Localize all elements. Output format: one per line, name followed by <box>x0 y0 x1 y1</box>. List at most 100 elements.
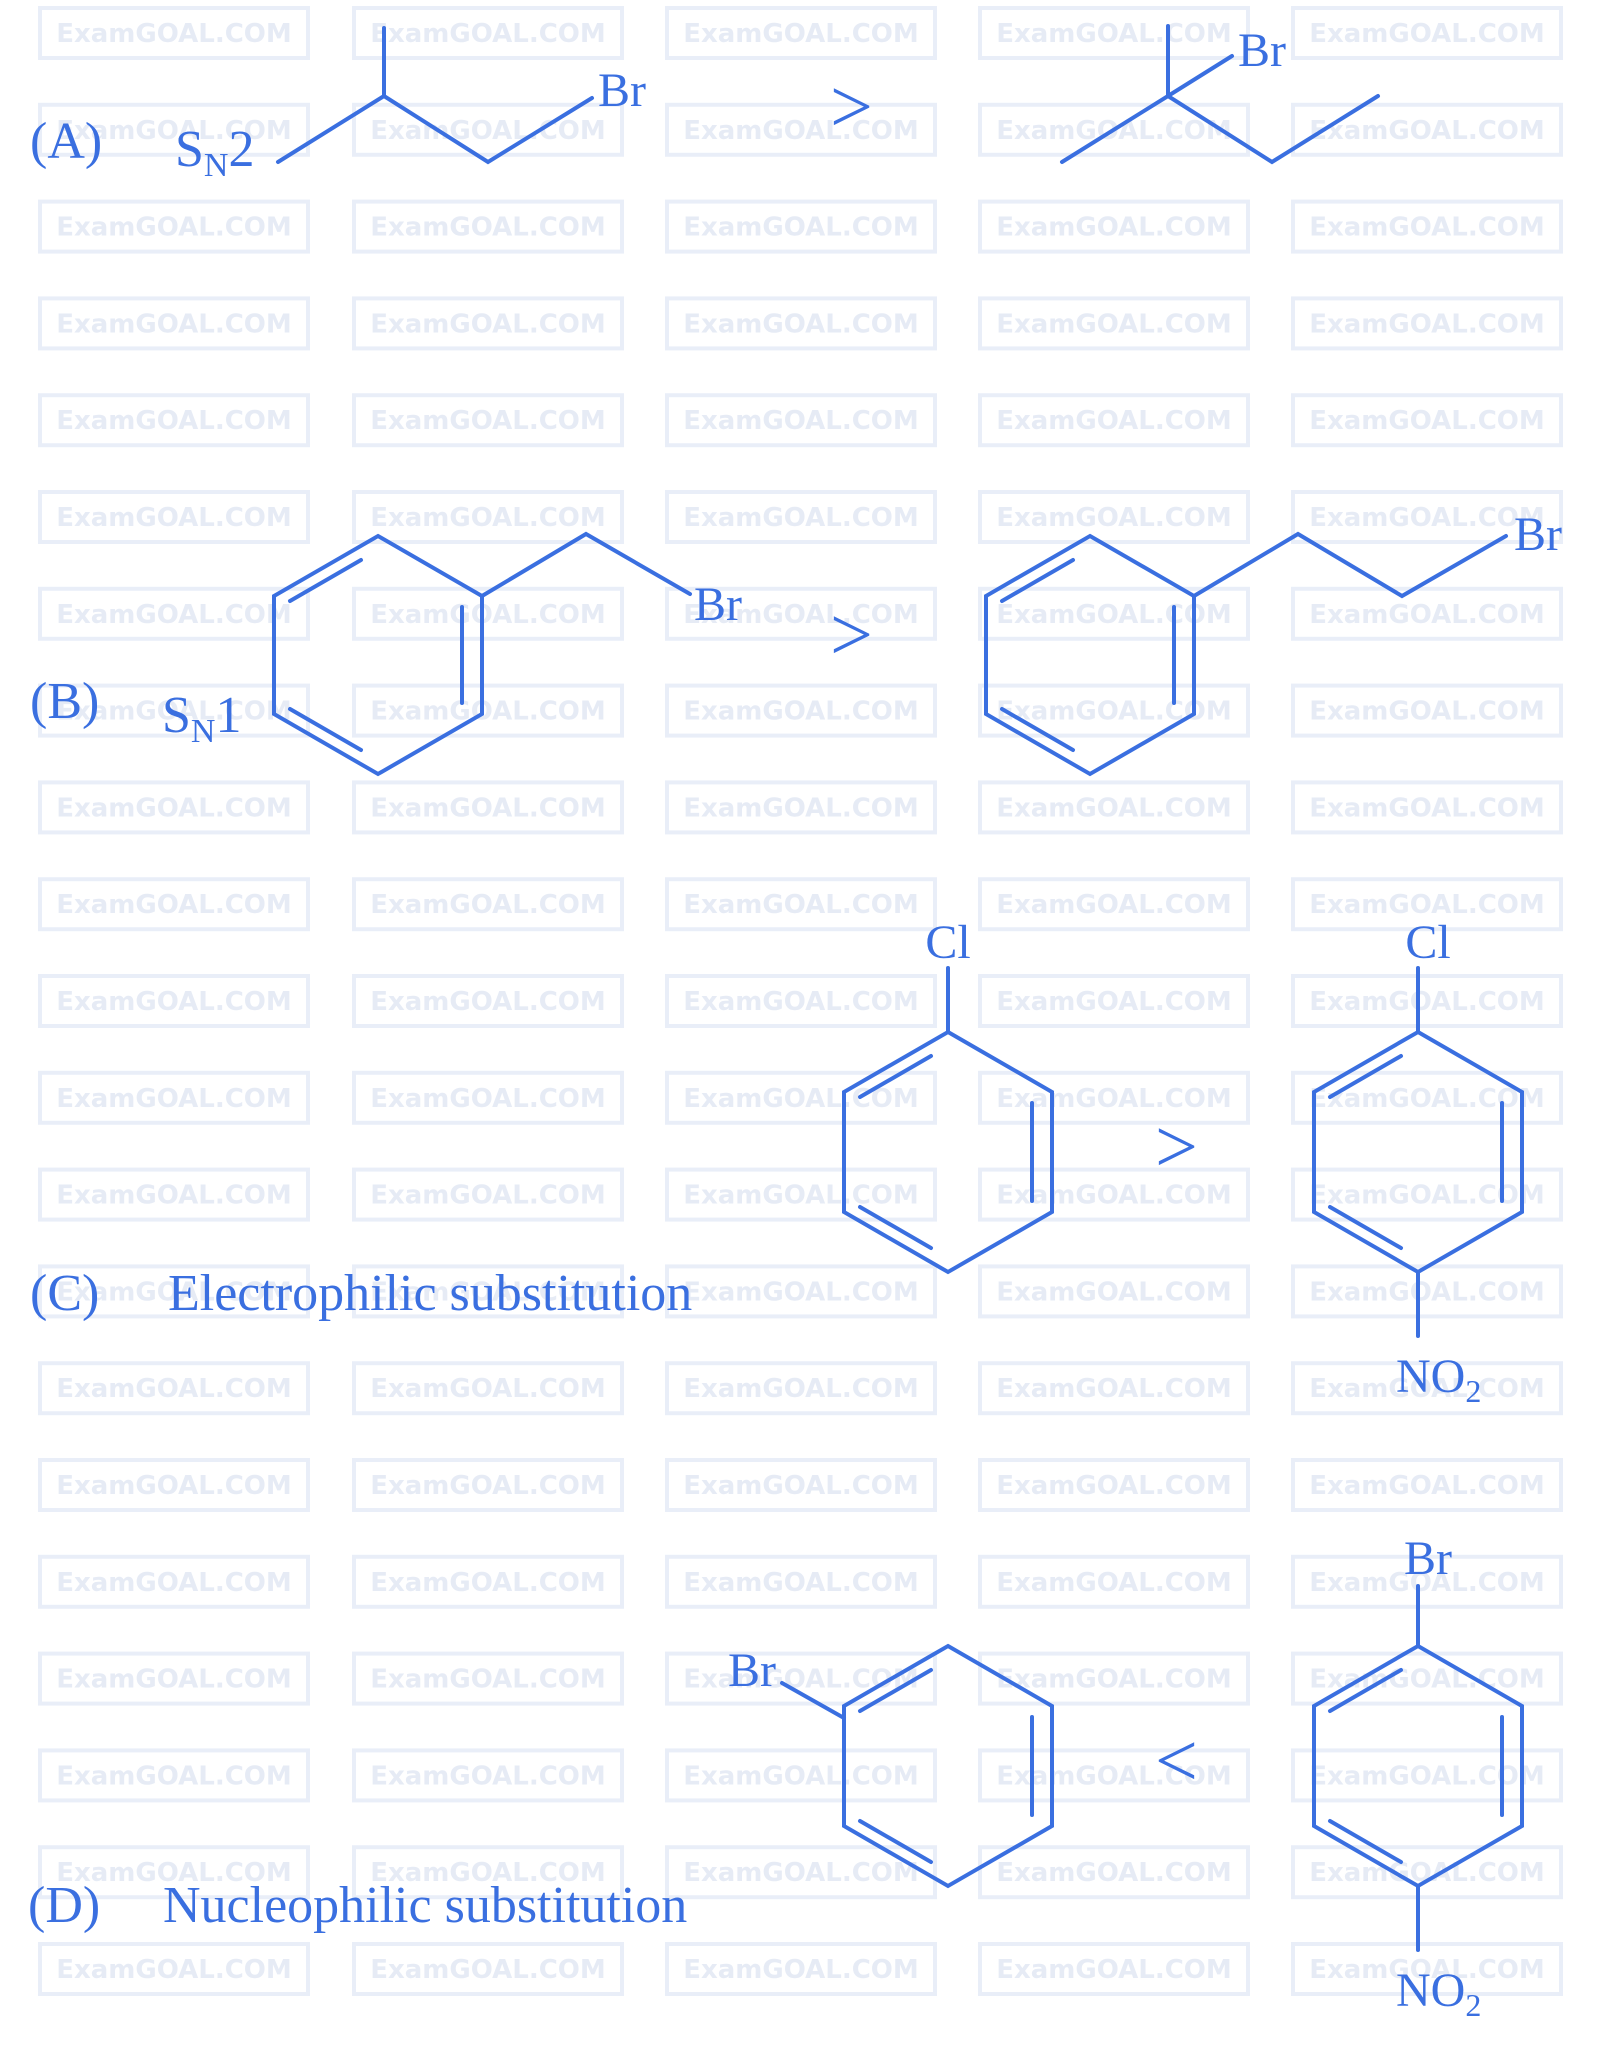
watermark-tile: ExamGOAL.COM <box>38 1845 310 1900</box>
watermark-text: ExamGOAL.COM <box>56 1761 292 1791</box>
watermark-tile: ExamGOAL.COM <box>38 1361 310 1416</box>
watermark-tile: ExamGOAL.COM <box>665 1651 937 1706</box>
watermark-text: ExamGOAL.COM <box>370 1277 606 1307</box>
watermark-text: ExamGOAL.COM <box>683 1858 919 1888</box>
watermark-text: ExamGOAL.COM <box>1309 116 1545 146</box>
watermark-text: ExamGOAL.COM <box>370 987 606 1017</box>
watermark-tile: ExamGOAL.COM <box>978 877 1250 932</box>
molecule-2-bromoethylbenzene: Br <box>984 508 1562 777</box>
watermark-tile: ExamGOAL.COM <box>352 1554 624 1609</box>
watermark-tile: ExamGOAL.COM <box>352 1167 624 1222</box>
ring-double-bond <box>1328 1054 1403 1099</box>
ring-double-bond <box>1328 1819 1403 1864</box>
watermark-text: ExamGOAL.COM <box>996 1955 1232 1985</box>
watermark-tile: ExamGOAL.COM <box>352 1651 624 1706</box>
watermark-text: ExamGOAL.COM <box>370 890 606 920</box>
watermark-tile: ExamGOAL.COM <box>38 1942 310 1996</box>
watermark-tile: ExamGOAL.COM <box>1291 780 1563 835</box>
ring-double-bond <box>858 1668 933 1713</box>
watermark-tile: ExamGOAL.COM <box>352 586 624 641</box>
watermark-tile: ExamGOAL.COM <box>1291 974 1563 1028</box>
bromine-label: Br <box>598 64 646 117</box>
watermark-text: ExamGOAL.COM <box>56 890 292 920</box>
watermark-tile: ExamGOAL.COM <box>665 490 937 544</box>
watermark-text: ExamGOAL.COM <box>370 1568 606 1598</box>
ring-double-bond <box>858 1819 933 1864</box>
watermark-text: ExamGOAL.COM <box>683 1665 919 1695</box>
watermark-tile: ExamGOAL.COM <box>978 1361 1250 1416</box>
watermark-text: ExamGOAL.COM <box>996 213 1232 243</box>
watermark-tile: ExamGOAL.COM <box>665 1845 937 1900</box>
watermark-tile: ExamGOAL.COM <box>352 102 624 157</box>
chlorine-label: Cl <box>1405 916 1450 969</box>
watermark-tile: ExamGOAL.COM <box>978 683 1250 738</box>
watermark-text: ExamGOAL.COM <box>1309 987 1545 1017</box>
watermark-tile: ExamGOAL.COM <box>352 1264 624 1319</box>
watermark-text: ExamGOAL.COM <box>56 406 292 436</box>
watermark-tile: ExamGOAL.COM <box>1291 6 1563 60</box>
watermark-text: ExamGOAL.COM <box>996 890 1232 920</box>
watermark-text: ExamGOAL.COM <box>683 793 919 823</box>
watermark-tile: ExamGOAL.COM <box>352 877 624 932</box>
watermark-tile: ExamGOAL.COM <box>665 393 937 448</box>
molecule-2-bromo-2-methylbutane: Br <box>1060 24 1380 165</box>
benzene-ring <box>842 1029 1054 1275</box>
watermark-tile: ExamGOAL.COM <box>978 1458 1250 1512</box>
watermark-tile: ExamGOAL.COM <box>978 393 1250 448</box>
benzene-ring <box>1312 1029 1524 1275</box>
watermark-text: ExamGOAL.COM <box>370 19 606 49</box>
watermark-tile: ExamGOAL.COM <box>38 102 310 157</box>
part-b-letter: (B) <box>30 673 99 730</box>
watermark-text: ExamGOAL.COM <box>56 1955 292 1985</box>
watermark-tile: ExamGOAL.COM <box>665 1361 937 1416</box>
watermark-text: ExamGOAL.COM <box>1309 890 1545 920</box>
watermark-text: ExamGOAL.COM <box>56 600 292 630</box>
watermark-tile: ExamGOAL.COM <box>665 1167 937 1222</box>
ch2-br-bonds <box>480 531 692 598</box>
watermark-text: ExamGOAL.COM <box>370 1374 606 1404</box>
watermark-tile: ExamGOAL.COM <box>665 1942 937 1996</box>
watermark-tile: ExamGOAL.COM <box>978 1942 1250 1996</box>
watermark-tile: ExamGOAL.COM <box>38 393 310 448</box>
watermark-tile: ExamGOAL.COM <box>352 490 624 544</box>
watermark-text: ExamGOAL.COM <box>1309 1471 1545 1501</box>
watermark-tile: ExamGOAL.COM <box>1291 1942 1563 1996</box>
benzene-ring <box>984 533 1196 777</box>
watermark-tile: ExamGOAL.COM <box>665 1070 937 1125</box>
watermark-text: ExamGOAL.COM <box>683 697 919 727</box>
watermark-text: ExamGOAL.COM <box>683 1181 919 1211</box>
nitro-label: NO2 <box>1396 1964 1481 2023</box>
watermark-tile: ExamGOAL.COM <box>352 1748 624 1803</box>
part-d-relation: < <box>1155 1719 1198 1803</box>
watermark-text: ExamGOAL.COM <box>56 987 292 1017</box>
watermark-text: ExamGOAL.COM <box>683 309 919 339</box>
watermark-text: ExamGOAL.COM <box>370 1955 606 1985</box>
benzene-ring <box>842 1643 1054 1889</box>
ring-double-bond <box>1328 1668 1403 1713</box>
watermark-tile: ExamGOAL.COM <box>978 1651 1250 1706</box>
watermark-tile: ExamGOAL.COM <box>665 683 937 738</box>
nitro-label: NO2 <box>1396 1350 1481 1409</box>
watermark-tile: ExamGOAL.COM <box>352 296 624 351</box>
watermark-tile: ExamGOAL.COM <box>352 1458 624 1512</box>
watermark-tile: ExamGOAL.COM <box>665 877 937 932</box>
watermark-tile: ExamGOAL.COM <box>38 780 310 835</box>
watermark-tile: ExamGOAL.COM <box>978 199 1250 254</box>
watermark-tile: ExamGOAL.COM <box>352 1845 624 1900</box>
watermark-tile: ExamGOAL.COM <box>978 586 1250 641</box>
carbon-chain-bonds <box>1060 93 1380 165</box>
watermark-tile: ExamGOAL.COM <box>978 1748 1250 1803</box>
watermark-tile: ExamGOAL.COM <box>38 199 310 254</box>
watermark-text: ExamGOAL.COM <box>1309 1955 1545 1985</box>
watermark-text: ExamGOAL.COM <box>56 213 292 243</box>
watermark-text: ExamGOAL.COM <box>56 116 292 146</box>
watermark-tile: ExamGOAL.COM <box>665 102 937 157</box>
watermark-text: ExamGOAL.COM <box>370 1471 606 1501</box>
watermark-text: ExamGOAL.COM <box>56 1374 292 1404</box>
watermark-tile: ExamGOAL.COM <box>1291 199 1563 254</box>
part-a-relation: > <box>830 65 873 149</box>
watermark-text: ExamGOAL.COM <box>56 1665 292 1695</box>
watermark-tile: ExamGOAL.COM <box>38 586 310 641</box>
part-c: (C) Electrophilic substitution Cl > Cl N… <box>30 916 1524 1409</box>
watermark-tile: ExamGOAL.COM <box>352 683 624 738</box>
